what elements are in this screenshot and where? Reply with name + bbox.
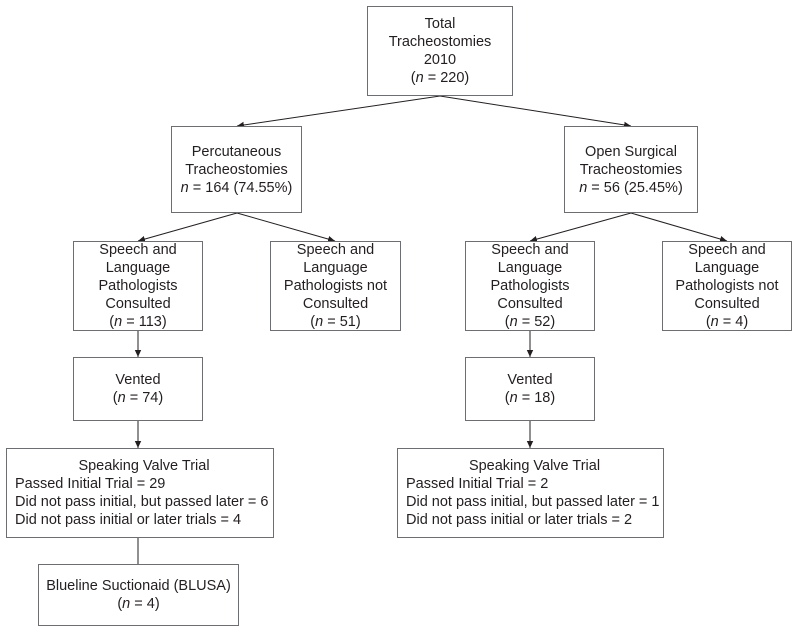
percutaneous-box: Percutaneous Tracheostomies n = 164 (74.… [171,126,302,213]
perc-slp-consulted-line-3: Pathologists [98,278,178,294]
percutaneous-n: n = 164 (74.55%) [180,179,293,196]
open-slp-not-consulted-n: (n = 4) [705,314,749,330]
open-slp-consulted-line-1: Speech and [491,242,569,258]
perc-slp-not-consulted-box: Speech and Language Pathologists not Con… [270,241,401,331]
perc-slp-not-consulted-line-3: Pathologists not [283,278,388,294]
open-vented-n: (n = 18) [504,390,556,406]
total-title-line-2: Tracheostomies [388,34,492,50]
open-slp-not-consulted-line-3: Pathologists not [675,278,779,294]
open-slp-not-consulted-line-2: Language [694,260,760,276]
total-tracheostomies-box: Total Tracheostomies 2010 (n = 220) [367,6,513,96]
perc-valve-trial-line-1: Passed Initial Trial = 29 [15,476,166,492]
perc-valve-trial-title: Speaking Valve Trial [78,458,210,474]
perc-slp-not-consulted-line-1: Speech and [296,242,375,258]
open-slp-not-consulted-box: Speech and Language Pathologists not Con… [662,241,792,331]
open-surgical-title-line-1: Open Surgical [585,143,677,160]
blusa-n: (n = 4) [117,596,160,612]
open-valve-trial-line-3: Did not pass initial or later trials = 2 [406,512,633,528]
open-speaking-valve-trial-box: Speaking Valve Trial Passed Initial Tria… [397,448,664,538]
arrow-total-to-open-surgical [439,95,632,129]
open-valve-trial-line-1: Passed Initial Trial = 2 [406,476,549,492]
perc-slp-consulted-line-1: Speech and [99,242,177,258]
open-surgical-n: n = 56 (25.45%) [579,179,683,196]
percutaneous-title-line-1: Percutaneous [191,143,282,160]
perc-vented-n: (n = 74) [112,390,164,406]
perc-slp-not-consulted-line-4: Consulted [302,296,369,312]
open-slp-not-consulted-line-1: Speech and [688,242,766,258]
open-slp-consulted-n: (n = 52) [504,314,556,330]
perc-vented-title: Vented [115,372,161,388]
open-slp-not-consulted-line-4: Consulted [694,296,760,312]
perc-vented-box: Vented (n = 74) [73,357,203,421]
perc-slp-not-consulted-n: (n = 51) [310,314,361,330]
blusa-box: Blueline Suctionaid (BLUSA) (n = 4) [38,564,239,626]
open-slp-consulted-line-3: Pathologists [490,278,570,294]
perc-slp-consulted-n: (n = 113) [109,314,167,330]
arrow-open-to-slp-not-consulted [630,212,728,243]
arrow-percutaneous-to-slp-not-consulted [236,212,336,243]
open-vented-title: Vented [507,372,553,388]
open-slp-consulted-box: Speech and Language Pathologists Consult… [465,241,595,331]
total-n: (n = 220) [410,70,470,86]
open-valve-trial-title: Speaking Valve Trial [468,458,601,474]
arrow-percutaneous-to-slp-consulted [137,212,238,243]
total-title-line-3: 2010 [423,52,457,68]
open-valve-trial-line-2: Did not pass initial, but passed later =… [406,494,660,510]
perc-valve-trial-line-2: Did not pass initial, but passed later =… [15,494,269,510]
open-vented-box: Vented (n = 18) [465,357,595,421]
perc-slp-consulted-line-4: Consulted [105,296,171,312]
perc-valve-trial-line-3: Did not pass initial or later trials = 4 [15,512,242,528]
perc-slp-consulted-box: Speech and Language Pathologists Consult… [73,241,203,331]
total-title-line-1: Total [424,16,456,32]
open-surgical-title-line-2: Tracheostomies [579,161,683,178]
perc-slp-not-consulted-line-2: Language [303,260,368,276]
perc-speaking-valve-trial-box: Speaking Valve Trial Passed Initial Tria… [6,448,274,538]
percutaneous-title-line-2: Tracheostomies [185,161,288,178]
blusa-title: Blueline Suctionaid (BLUSA) [46,578,231,594]
open-surgical-box: Open Surgical Tracheostomies n = 56 (25.… [564,126,698,213]
perc-slp-consulted-line-2: Language [105,260,171,276]
arrow-total-to-percutaneous [236,95,441,129]
arrow-open-to-slp-consulted [529,212,632,243]
open-slp-consulted-line-4: Consulted [497,296,563,312]
open-slp-consulted-line-2: Language [497,260,563,276]
